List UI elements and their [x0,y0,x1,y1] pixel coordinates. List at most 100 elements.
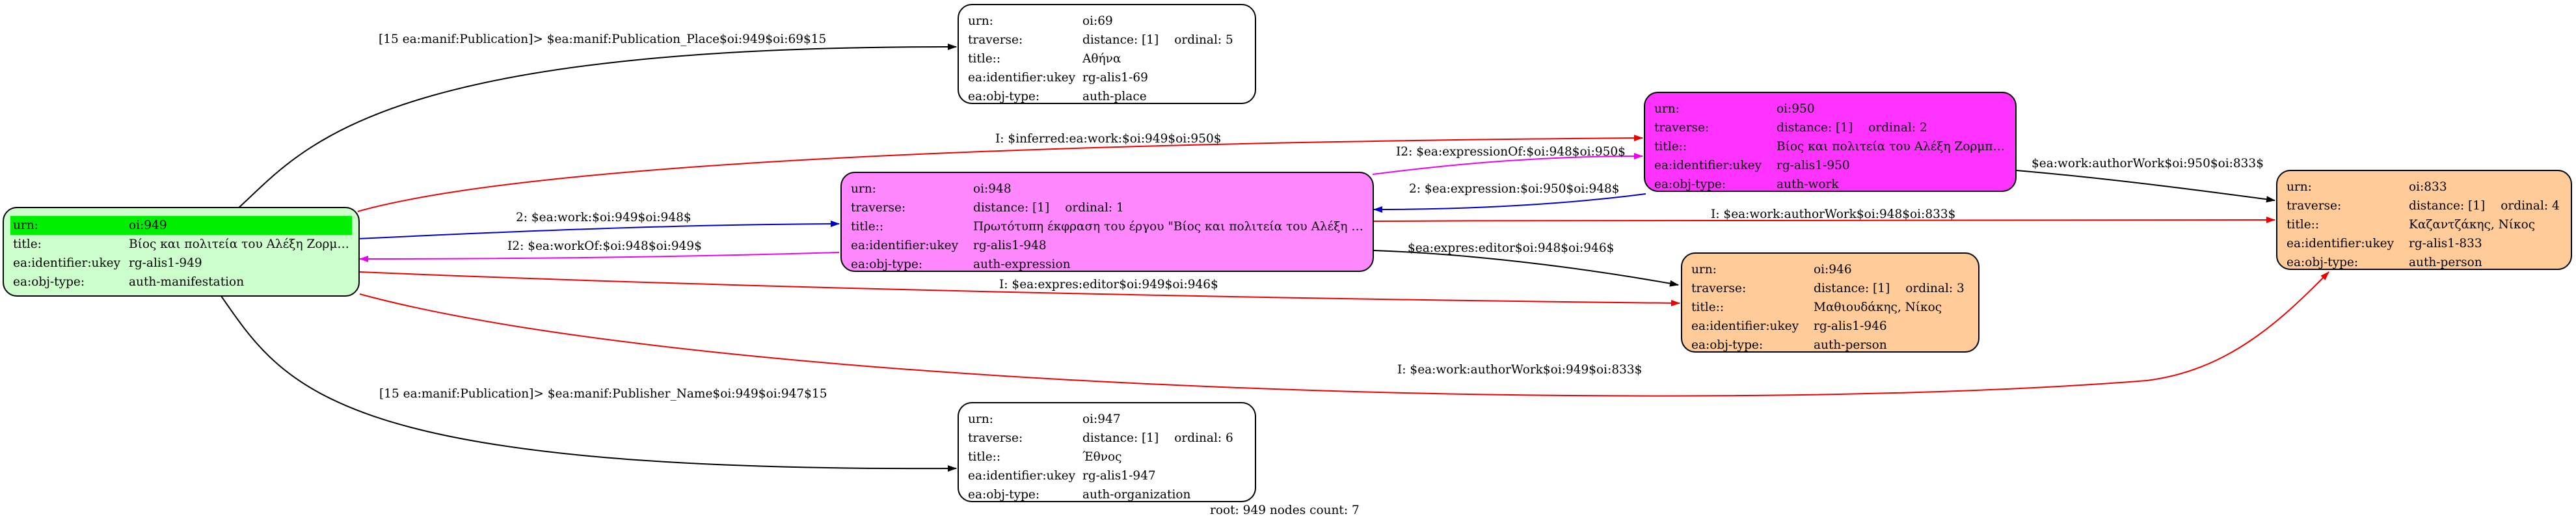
title-key: title:: [851,220,884,234]
edge-948-833 [1373,217,2275,224]
node-oi-948[interactable]: urn:oi:948 traverse:distance: [1]ordinal… [840,172,1374,272]
edge-label-950-948: 2: $ea:expression:$oi:950$oi:948$ [1409,182,1620,196]
ukey-value: rg-alis1-948 [973,239,1047,252]
distance-value: distance: [1] [2409,199,2486,213]
title-value: Πρωτότυπη έκφραση του έργου "Βίος και πο… [973,220,1363,234]
traverse-key: traverse: [968,33,1023,47]
ukey-value: rg-alis1-947 [1082,469,1156,483]
urn-value: oi:946 [1814,263,1852,276]
ukey-key: ea:identifier:ukey [1654,159,1762,172]
ukey-key: ea:identifier:ukey [1691,319,1799,333]
urn-value: oi:949 [129,219,167,232]
urn-key: urn: [1654,102,1680,116]
ordinal-value: ordinal: 1 [1065,201,1124,215]
node-oi-833[interactable]: urn: oi:833 traverse: distance: [1] ordinal… [2276,170,2572,270]
ordinal-value: ordinal: 3 [1905,282,1965,295]
traverse-key: traverse: [968,431,1023,445]
type-key: ea:obj-type: [851,258,923,271]
type-value: auth-work [1777,178,1839,191]
title-key: title:: [1654,140,1687,154]
type-key: ea:obj-type: [13,275,85,289]
urn-value: oi:950 [1777,102,1815,116]
title-value: Βίος και πολιτεία του Αλέξη Ζορμπάς [1777,140,2006,154]
ukey-key: ea:identifier:ukey [851,239,959,252]
ukey-value: rg-alis1-949 [129,256,202,270]
title-key: title:: [2287,218,2320,232]
type-value: auth-person [1814,338,1887,352]
node-urn-row: urn: oi:949 [10,216,352,235]
traverse-key: traverse: [1654,121,1710,135]
edge-label-948-950: I2: $ea:expressionOf:$oi:948$oi:950$ [1396,145,1626,159]
title-value: Έθνος [1082,450,1122,464]
distance-value: distance: [1] [1082,33,1159,47]
distance-value: distance: [1] [1082,431,1159,445]
ordinal-value: ordinal: 2 [1868,121,1927,135]
edge-948-946 [1373,250,1679,287]
traverse-key: traverse: [1691,282,1747,295]
ukey-key: ea:identifier:ukey [2287,237,2395,250]
type-key: ea:obj-type: [968,90,1040,103]
urn-key: urn: [13,219,38,232]
edge-950-948 [1373,193,1646,213]
edge-950-833 [2016,170,2275,203]
edge-949-69 [230,43,957,215]
node-oi-950[interactable]: urn: oi:950 traverse: distance: [1] ordinal… [1644,92,2017,192]
edge-948-950 [1372,153,1643,175]
urn-key: urn: [2287,180,2312,194]
title-value: Αθήνα [1082,52,1121,66]
ukey-value: rg-alis1-950 [1777,159,1850,172]
edge-label-949-948: 2: $ea:work:$oi:949$oi:948$ [516,211,691,224]
urn-key: urn: [1691,263,1717,276]
urn-value: oi:947 [1082,412,1121,426]
title-key: title:: [1691,301,1724,314]
edge-label-948-833: I: $ea:work:authorWork$oi:948$oi:833$ [1711,208,1956,221]
edge-949-948 [357,221,840,239]
type-value: auth-expression [973,258,1071,271]
ukey-value: rg-alis1-833 [2409,237,2482,250]
edge-949-946 [359,271,1680,306]
node-oi-949[interactable]: urn: oi:949 title: Βίος και πολιτεία του… [3,207,360,297]
title-value: Βίος και πολιτεία του Αλέξη Ζορμπά [129,237,349,251]
edge-label-949-950: I: $inferred:ea:work:$oi:949$oi:950$ [995,132,1222,146]
distance-value: distance: [1] [973,201,1050,215]
ordinal-value: ordinal: 6 [1174,431,1233,445]
urn-value: oi:948 [973,182,1012,196]
ukey-value: rg-alis1-69 [1082,71,1148,85]
distance-value: distance: [1] [1814,282,1890,295]
type-key: ea:obj-type: [2287,256,2359,269]
title-value: Μαθιουδάκης, Νίκος [1814,301,1942,314]
type-value: auth-manifestation [129,275,245,289]
edge-label-949-947: [15 ea:manif:Publication]> $ea:manif:Pub… [379,387,827,401]
edge-948-949 [359,252,840,262]
ordinal-value: ordinal: 4 [2501,199,2560,213]
node-oi-69[interactable]: urn:oi:69 traverse:distance: [1]ordinal:… [958,4,1256,104]
urn-key: urn: [851,182,876,196]
edge-949-947 [221,295,957,472]
ukey-key: ea:identifier:ukey [13,256,121,270]
edge-label-948-949: I2: $ea:workOf:$oi:948$oi:949$ [507,239,702,253]
edge-label-950-833: $ea:work:authorWork$oi:950$oi:833$ [2032,157,2264,170]
ukey-key: ea:identifier:ukey [968,71,1076,85]
urn-value: oi:69 [1082,14,1113,28]
urn-key: urn: [968,412,993,426]
type-key: ea:obj-type: [968,488,1040,502]
edge-label-949-946: I: $ea:expres:editor$oi:949$oi:946$ [999,278,1218,291]
ukey-value: rg-alis1-946 [1814,319,1887,333]
distance-value: distance: [1] [1777,121,1853,135]
traverse-key: traverse: [2287,199,2342,213]
edge-949-950 [357,135,1643,212]
edge-949-833 [359,271,2329,397]
edge-label-948-946: $ea:expres:editor$oi:948$oi:946$ [1408,241,1615,255]
type-value: auth-organization [1082,488,1191,502]
node-oi-946[interactable]: urn: oi:946 traverse: distance: [1] ordinal… [1681,252,1979,353]
title-key: title:: [968,52,1001,66]
ordinal-value: ordinal: 5 [1174,33,1233,47]
urn-value: oi:833 [2409,180,2447,194]
title-key: title:: [968,450,1001,464]
edge-label-949-69: [15 ea:manif:Publication]> $ea:manif:Pub… [379,33,827,46]
graph-footer: root: 949 nodes count: 7 [1210,504,1360,517]
type-value: auth-person [2409,256,2482,269]
node-oi-947[interactable]: urn: oi:947 traverse: distance: [1] ordinal… [958,402,1256,502]
type-value: auth-place [1082,90,1147,103]
